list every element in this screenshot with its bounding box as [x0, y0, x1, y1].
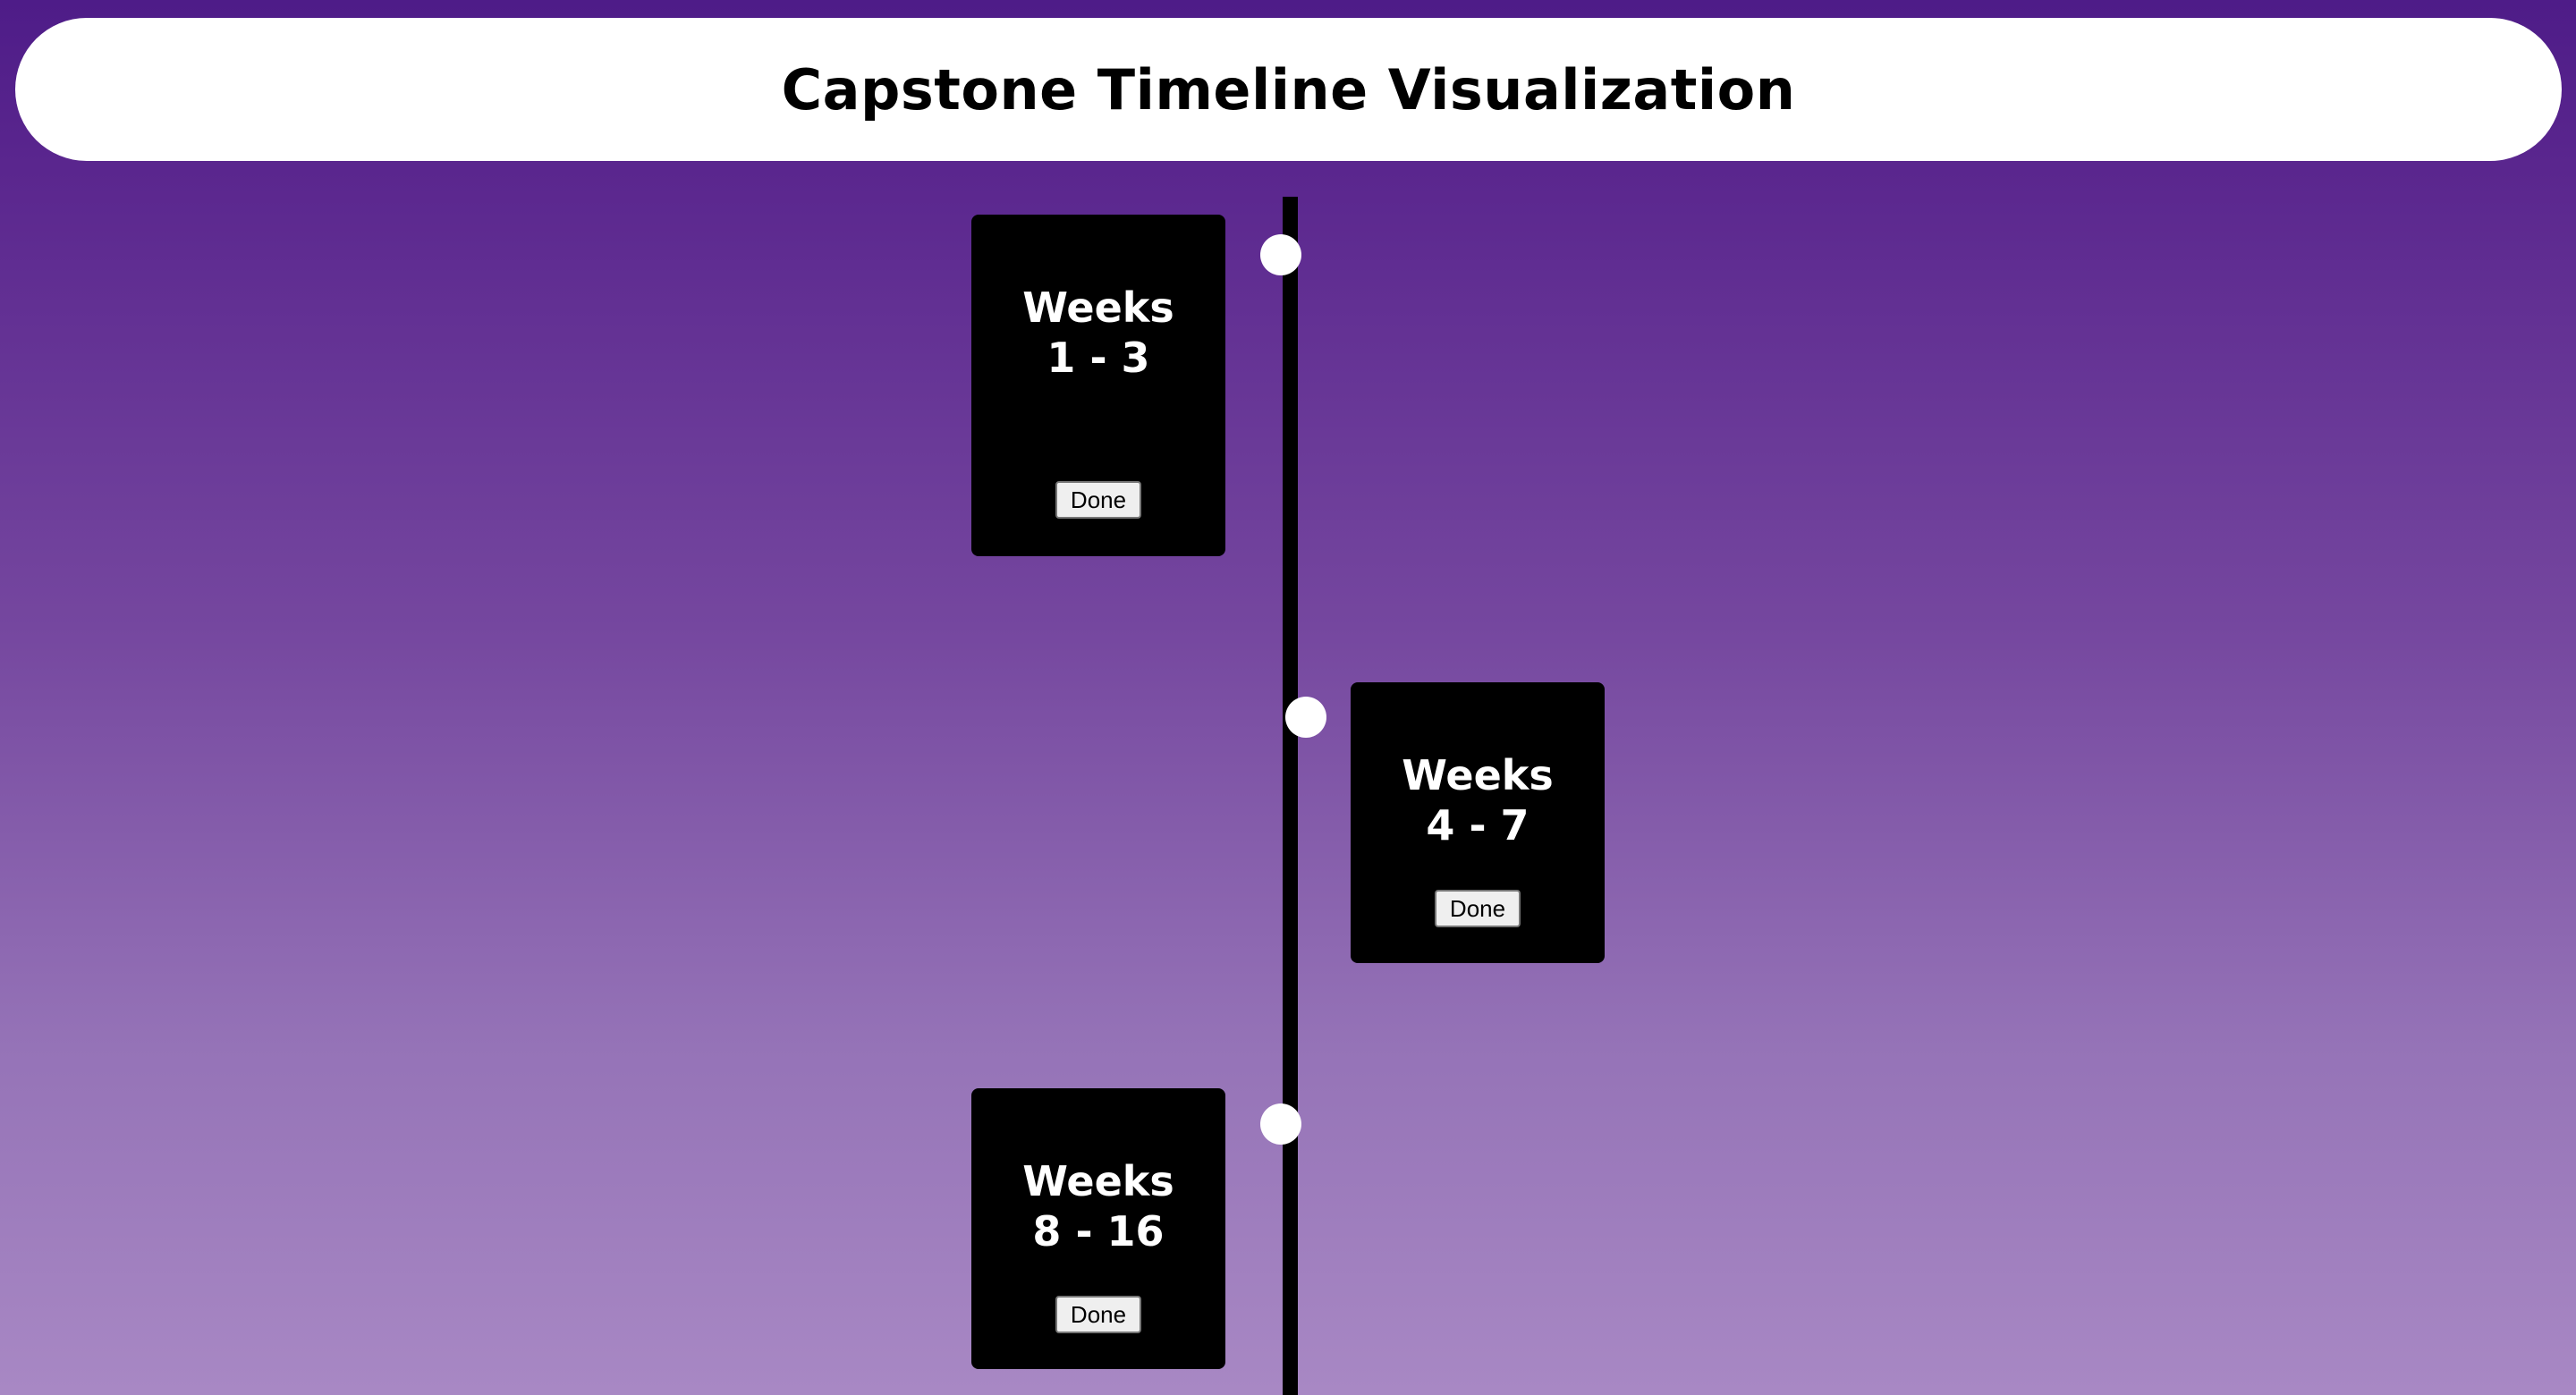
card-title-line2: 4 - 7	[1426, 801, 1530, 850]
card-title-line1: Weeks	[1402, 751, 1554, 799]
page-title: Capstone Timeline Visualization	[781, 56, 1796, 123]
card-title-line1: Weeks	[1022, 283, 1174, 332]
timeline-card-weeks-8-16: Weeks 8 - 16 Done	[971, 1088, 1225, 1369]
timeline-dot-1	[1260, 234, 1301, 275]
timeline-dot-2	[1285, 697, 1326, 738]
done-button[interactable]: Done	[1435, 890, 1521, 927]
timeline-card-weeks-4-7: Weeks 4 - 7 Done	[1351, 682, 1605, 963]
header-bar: Capstone Timeline Visualization	[15, 18, 2562, 161]
timeline-dot-3	[1260, 1103, 1301, 1145]
card-title: Weeks 4 - 7	[1351, 750, 1605, 850]
card-title: Weeks 8 - 16	[971, 1156, 1225, 1256]
timeline-card-weeks-1-3: Weeks 1 - 3 Done	[971, 215, 1225, 556]
done-button[interactable]: Done	[1055, 1296, 1141, 1333]
card-title: Weeks 1 - 3	[971, 283, 1225, 383]
done-button[interactable]: Done	[1055, 481, 1141, 519]
card-title-line2: 8 - 16	[1032, 1207, 1165, 1256]
timeline-line	[1283, 197, 1298, 1395]
card-title-line1: Weeks	[1022, 1157, 1174, 1205]
card-title-line2: 1 - 3	[1046, 334, 1150, 382]
